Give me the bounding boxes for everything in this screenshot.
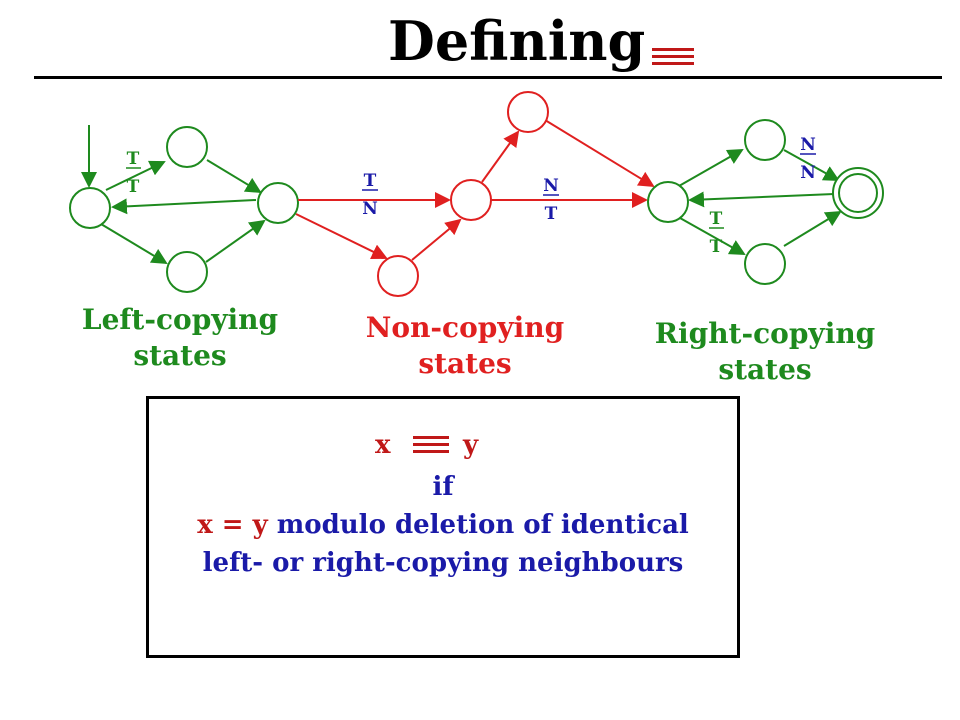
label-nt-top: N bbox=[543, 176, 559, 196]
label-right-n-top: N bbox=[800, 135, 816, 155]
label-tn-top: T bbox=[364, 171, 377, 191]
edge-l3-l4 bbox=[205, 219, 266, 263]
edge-r1-r3 bbox=[679, 217, 746, 255]
non-label-line2: states bbox=[418, 347, 512, 380]
edge-n3-r1 bbox=[544, 119, 655, 188]
title-underline bbox=[34, 76, 942, 79]
label-nt-bottom: T bbox=[545, 204, 558, 224]
label-left-t-bottom: T bbox=[127, 177, 140, 197]
definition-neighbours: left- or right-copying neighbours bbox=[202, 548, 684, 578]
non-copying-states bbox=[377, 91, 549, 297]
edge-r3-r4 bbox=[783, 210, 842, 247]
state-n1 bbox=[377, 255, 419, 297]
non-copying-label: Non-copying states bbox=[340, 310, 590, 382]
definition-condition: x = y modulo deletion of identical bbox=[149, 509, 737, 541]
state-l4 bbox=[257, 182, 299, 224]
left-copying-label: Left-copying states bbox=[60, 302, 300, 374]
edge-r2-r4 bbox=[783, 149, 840, 181]
right-copying-label: Right-copying states bbox=[640, 316, 890, 388]
state-r1 bbox=[647, 181, 689, 223]
edge-n2-n3 bbox=[481, 130, 520, 183]
state-n2 bbox=[450, 179, 492, 221]
non-copying-edges bbox=[295, 119, 655, 261]
label-right-n-bottom: N bbox=[800, 163, 816, 183]
state-l2 bbox=[166, 126, 208, 168]
state-r3 bbox=[744, 243, 786, 285]
label-right-t-top: T bbox=[710, 209, 723, 229]
edge-l4-l1 bbox=[111, 198, 257, 215]
edge-r1-r2 bbox=[678, 149, 744, 187]
definition-modulo-text: modulo deletion of identical bbox=[276, 510, 689, 540]
state-r2 bbox=[744, 119, 786, 161]
definition-box: x y if x = y modulo deletion of identica… bbox=[146, 396, 740, 658]
edge-r4-r1 bbox=[688, 191, 835, 208]
left-label-line1: Left-copying bbox=[81, 303, 279, 336]
state-r4-accepting-inner bbox=[838, 173, 878, 213]
left-label-line2: states bbox=[133, 339, 227, 372]
state-l1 bbox=[69, 187, 111, 229]
right-label-line1: Right-copying bbox=[654, 317, 876, 350]
definition-x: x bbox=[375, 430, 391, 460]
edge-n1-n2 bbox=[411, 218, 462, 261]
right-copying-states bbox=[647, 119, 884, 285]
edge-l1-l2 bbox=[105, 160, 166, 191]
edge-l1-l3 bbox=[100, 223, 168, 265]
edge-l2-l4 bbox=[206, 159, 262, 194]
right-copying-edges bbox=[678, 149, 842, 255]
page-title: Defining bbox=[388, 9, 646, 73]
definition-if: if bbox=[432, 472, 454, 502]
definition-y: y bbox=[463, 430, 479, 460]
edge-l4-n1 bbox=[295, 213, 388, 260]
state-l3 bbox=[166, 251, 208, 293]
definition-x-eq-y: x = y bbox=[197, 510, 268, 540]
label-right-t-bottom: T bbox=[710, 237, 723, 257]
state-n3 bbox=[507, 91, 549, 133]
right-label-line2: states bbox=[718, 353, 812, 386]
left-copying-edges bbox=[81, 125, 266, 265]
label-left-t-top: T bbox=[127, 149, 140, 169]
triple-bar-equiv-icon bbox=[652, 48, 694, 65]
non-label-line1: Non-copying bbox=[365, 311, 565, 344]
label-tn-bottom: N bbox=[362, 199, 378, 219]
triple-bar-equiv-icon bbox=[413, 436, 449, 453]
left-copying-states bbox=[69, 126, 299, 293]
